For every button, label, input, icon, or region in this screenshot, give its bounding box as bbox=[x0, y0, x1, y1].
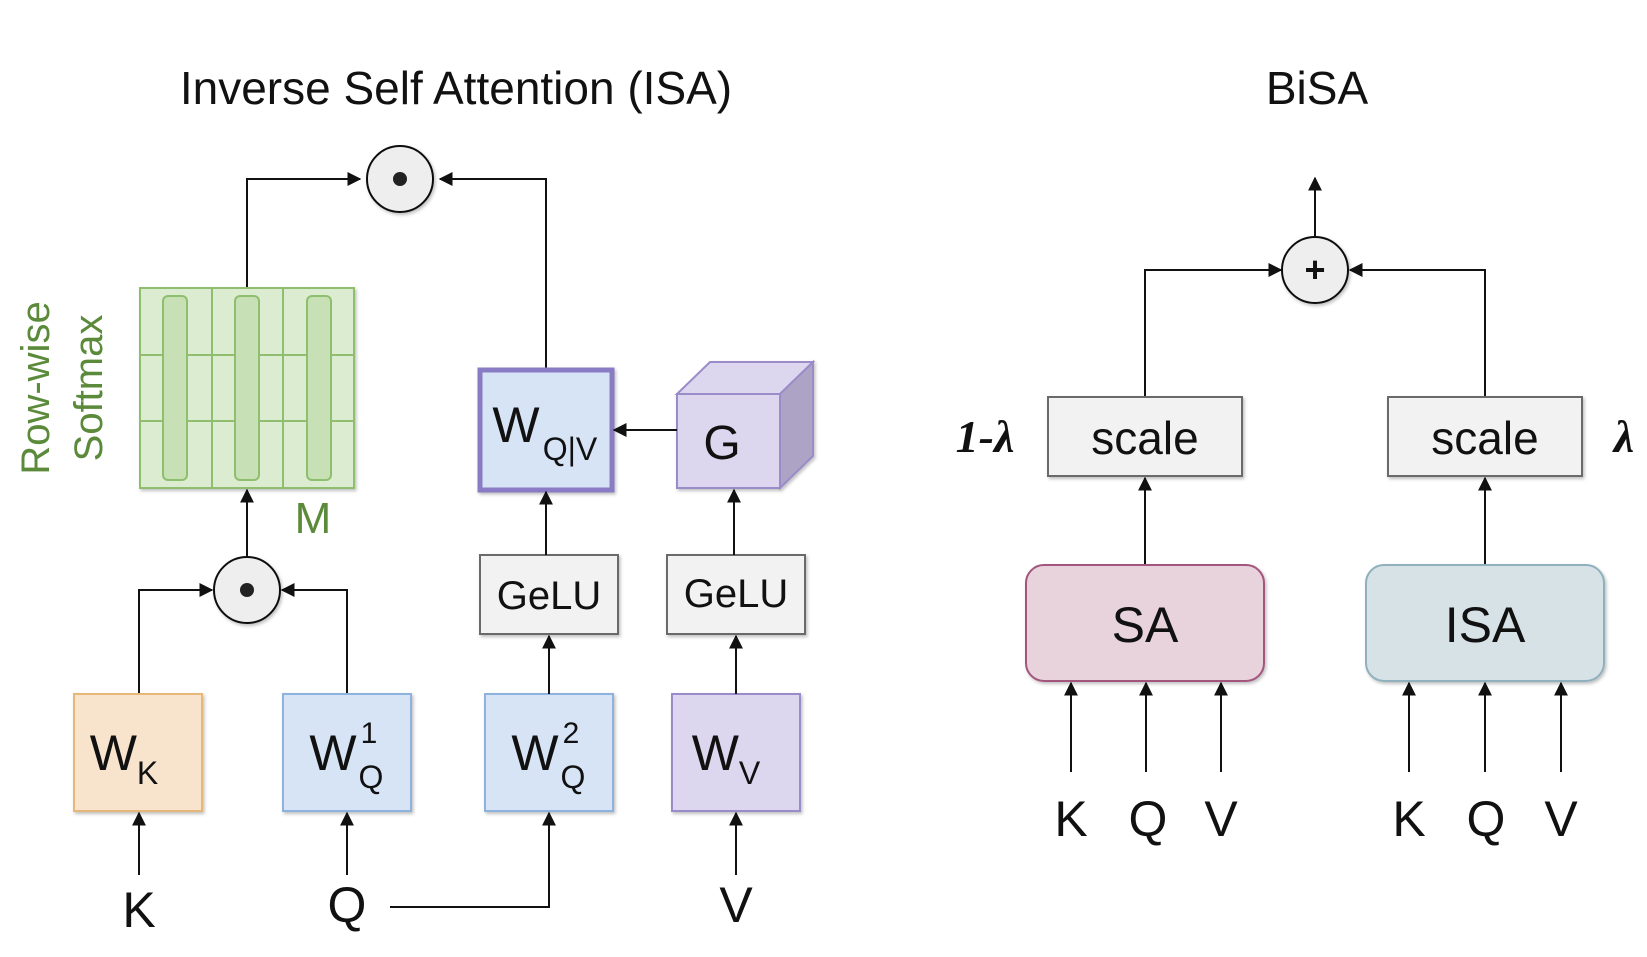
arrow-wk-to-hadamard bbox=[138, 583, 214, 694]
wq1-label: W bbox=[309, 725, 357, 781]
wqv-sub: Q|V bbox=[543, 431, 598, 467]
wv-box bbox=[671, 693, 801, 812]
isa-panel: Inverse Self Attention (ISA) M Row-wise … bbox=[14, 62, 816, 938]
hadamard-top bbox=[366, 145, 434, 213]
sa-input-q: Q bbox=[1129, 791, 1168, 847]
g-label: G bbox=[703, 417, 740, 470]
wk-box bbox=[73, 693, 203, 812]
input-k: K bbox=[122, 882, 155, 938]
scale-right-label: scale bbox=[1431, 412, 1538, 464]
gelu-right-box bbox=[666, 554, 806, 635]
wk-label: WK bbox=[90, 725, 159, 791]
sa-input-k: K bbox=[1054, 791, 1087, 847]
isa-input-k: K bbox=[1392, 791, 1425, 847]
wq1-sub: Q bbox=[359, 759, 384, 795]
wqv-label: W bbox=[492, 397, 540, 453]
plus-symbol: + bbox=[1304, 249, 1325, 290]
hadamard-bottom bbox=[213, 556, 281, 624]
wq2-sup: 2 bbox=[563, 717, 580, 750]
wq1-box bbox=[282, 693, 412, 812]
sa-label: SA bbox=[1112, 597, 1179, 653]
arrow-wq1-to-hadamard bbox=[280, 583, 348, 694]
wq1-sup: 1 bbox=[361, 717, 378, 750]
isa-label: ISA bbox=[1445, 597, 1526, 653]
sa-box bbox=[1025, 564, 1265, 682]
g-cube bbox=[674, 359, 816, 491]
bisa-panel: BiSA + scale scale 1-λ λ SA ISA bbox=[956, 62, 1635, 847]
weight-right: λ bbox=[1612, 411, 1634, 462]
arrow-scale-right-to-plus bbox=[1348, 263, 1486, 397]
attention-matrix bbox=[139, 287, 355, 489]
weight-left: 1-λ bbox=[956, 411, 1015, 462]
sa-input-v: V bbox=[1204, 791, 1238, 847]
wqv-box bbox=[477, 367, 615, 493]
isa-input-q: Q bbox=[1467, 791, 1506, 847]
wq2-box bbox=[484, 693, 614, 812]
wv-label: WV bbox=[692, 725, 761, 791]
arrow-matrix-to-hadamard bbox=[246, 172, 362, 288]
wq2-label: W bbox=[511, 725, 559, 781]
arrow-wqv-to-hadamard bbox=[438, 172, 547, 370]
matrix-label: M bbox=[295, 494, 332, 543]
scale-left-label: scale bbox=[1091, 412, 1198, 464]
gelu-left-label: GeLU bbox=[497, 574, 602, 618]
bisa-title: BiSA bbox=[1266, 62, 1369, 114]
softmax-label-line2: Softmax bbox=[67, 315, 111, 462]
isa-box bbox=[1365, 564, 1605, 682]
isa-input-v: V bbox=[1544, 791, 1578, 847]
scale-right-box bbox=[1387, 396, 1583, 477]
gelu-right-label: GeLU bbox=[684, 572, 789, 616]
wq2-sub: Q bbox=[561, 759, 586, 795]
scale-left-box bbox=[1047, 396, 1243, 477]
input-v: V bbox=[719, 877, 753, 933]
arrow-scale-left-to-plus bbox=[1144, 263, 1283, 397]
softmax-label-line1: Row-wise bbox=[14, 301, 58, 474]
arrow-q-to-wq2 bbox=[390, 811, 556, 908]
isa-title: Inverse Self Attention (ISA) bbox=[180, 62, 732, 114]
gelu-left-box bbox=[479, 554, 619, 635]
input-q: Q bbox=[328, 877, 367, 933]
